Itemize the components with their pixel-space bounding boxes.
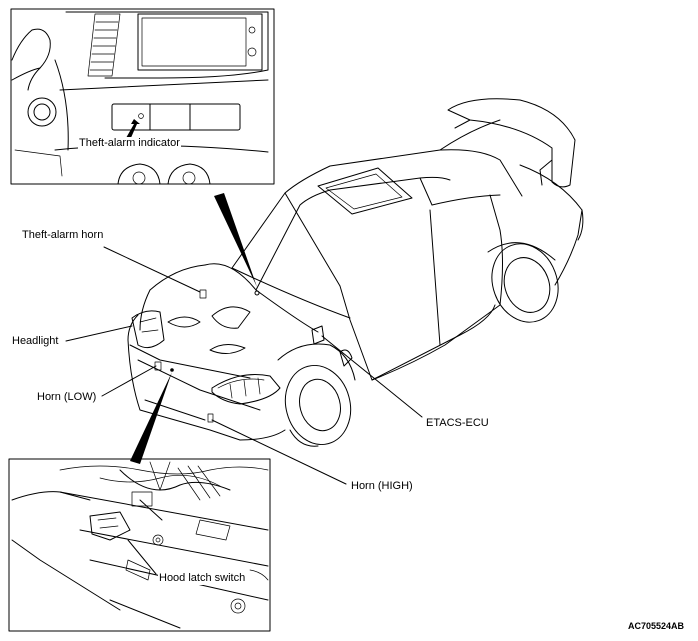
- inset-pointer-top: [214, 193, 257, 287]
- theft-alarm-indicator-inset: [10, 8, 275, 185]
- label-horn-high: Horn (HIGH): [351, 480, 413, 492]
- car-illustration: [127, 98, 584, 447]
- leader-horn-high: [211, 419, 347, 485]
- leader-headlight: [65, 325, 133, 342]
- leader-etacs-ecu: [321, 335, 423, 418]
- label-theft-alarm-indicator: Theft-alarm indicator: [78, 137, 181, 150]
- label-theft-alarm-horn: Theft-alarm horn: [22, 229, 104, 241]
- label-etacs-ecu: ETACS-ECU: [426, 417, 489, 429]
- leader-horn-low: [101, 365, 157, 397]
- inset-pointer-bottom: [130, 372, 172, 464]
- leader-theft-alarm-horn: [103, 246, 201, 293]
- leader-lines: [65, 246, 423, 575]
- label-horn-low: Horn (LOW): [37, 391, 97, 403]
- label-hood-latch-switch: Hood latch switch: [158, 572, 247, 585]
- label-headlight: Headlight: [12, 335, 59, 347]
- figure-code: AC705524AB: [628, 621, 685, 631]
- leader-hood-latch-switch: [127, 539, 157, 575]
- hood-latch-switch-inset: [8, 458, 271, 632]
